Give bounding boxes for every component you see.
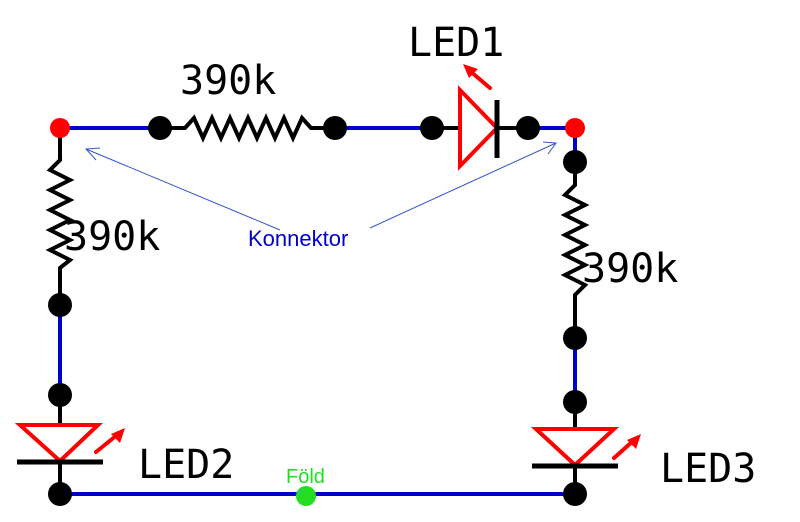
connector-annotation-arrows (84, 141, 557, 231)
nodes (48, 116, 587, 506)
label-led1: LED1 (408, 20, 504, 66)
led2-symbol (14, 395, 125, 494)
led1-emission-arrow-icon (463, 64, 492, 90)
wires (58, 126, 577, 496)
resistor-right (560, 162, 590, 338)
connector-node-left[interactable] (50, 118, 70, 138)
node-led1-cathode[interactable] (516, 116, 540, 140)
node-right-r-bottom[interactable] (563, 326, 587, 350)
node-right-r-top[interactable] (563, 150, 587, 174)
label-ground: Föld (286, 466, 325, 488)
led1-body (458, 85, 500, 171)
node-led2-anode[interactable] (48, 383, 72, 407)
connector-node-right[interactable] (565, 118, 585, 138)
node-top-r-left[interactable] (148, 116, 172, 140)
label-r-left: 390k (64, 214, 160, 260)
label-led2: LED2 (138, 442, 234, 488)
node-led3-cathode[interactable] (563, 482, 587, 506)
resistor-top (160, 113, 335, 143)
node-led1-anode[interactable] (420, 116, 444, 140)
label-r-top: 390k (180, 58, 276, 104)
led3-body (530, 427, 620, 468)
node-led2-cathode[interactable] (48, 482, 72, 506)
ground-node[interactable] (296, 486, 316, 506)
label-led3: LED3 (660, 446, 756, 492)
led1-symbol (432, 64, 528, 171)
label-connector: Konnektor (248, 226, 348, 251)
arrow-to-right-connector (369, 142, 557, 229)
label-r-right: 390k (582, 246, 678, 292)
led3-emission-arrow-icon (612, 434, 641, 460)
node-top-r-right[interactable] (323, 116, 347, 140)
node-led3-anode[interactable] (563, 390, 587, 414)
led2-body (14, 423, 104, 464)
node-left-r-bottom[interactable] (48, 293, 72, 317)
led2-emission-arrow-icon (94, 428, 125, 454)
resistor-left (45, 138, 75, 305)
arrow-to-left-connector (85, 148, 281, 231)
led3-symbol (530, 402, 641, 494)
